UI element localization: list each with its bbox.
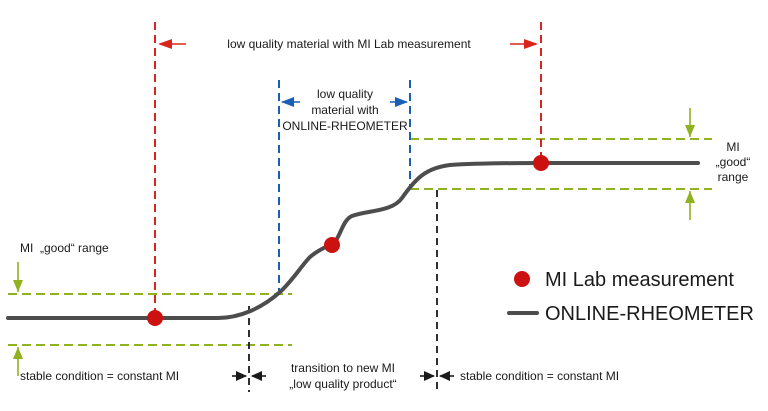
stable-left-label: stable condition = constant MI — [20, 369, 179, 383]
mid-blue-label-3: ONLINE-RHEOMETER — [282, 119, 408, 133]
legend-lab-label: MI Lab measurement — [545, 269, 734, 291]
legend-online-label: ONLINE-RHEOMETER — [545, 303, 754, 325]
online-rheometer-markers — [278, 80, 411, 292]
transition-label-1: transition to new MI — [291, 361, 395, 375]
right-good-label-3: range — [718, 170, 749, 184]
left-good-label: MI „good“ range — [20, 241, 109, 255]
transition-markers — [232, 190, 454, 392]
mid-blue-label-1: low quality — [317, 87, 373, 101]
legend-lab-marker — [514, 271, 530, 287]
right-good-label-2: „good“ — [716, 155, 751, 169]
transition-label-2: „low quality product“ — [289, 377, 396, 391]
lab-measurement-markers — [154, 22, 542, 318]
top-red-label: low quality material with MI Lab measure… — [227, 37, 471, 51]
lab-point-stable-low — [147, 310, 163, 326]
lab-point-transition — [324, 237, 340, 253]
lab-point-stable-high — [533, 155, 549, 171]
good-range-low — [8, 262, 292, 376]
mid-blue-label-2: material with — [311, 103, 378, 117]
stable-right-label: stable condition = constant MI — [460, 369, 619, 383]
good-range-high — [410, 108, 712, 220]
online-rheometer-curve — [6, 161, 700, 320]
right-good-label-1: MI — [726, 140, 739, 154]
legend: MI Lab measurement ONLINE-RHEOMETER — [507, 269, 754, 325]
